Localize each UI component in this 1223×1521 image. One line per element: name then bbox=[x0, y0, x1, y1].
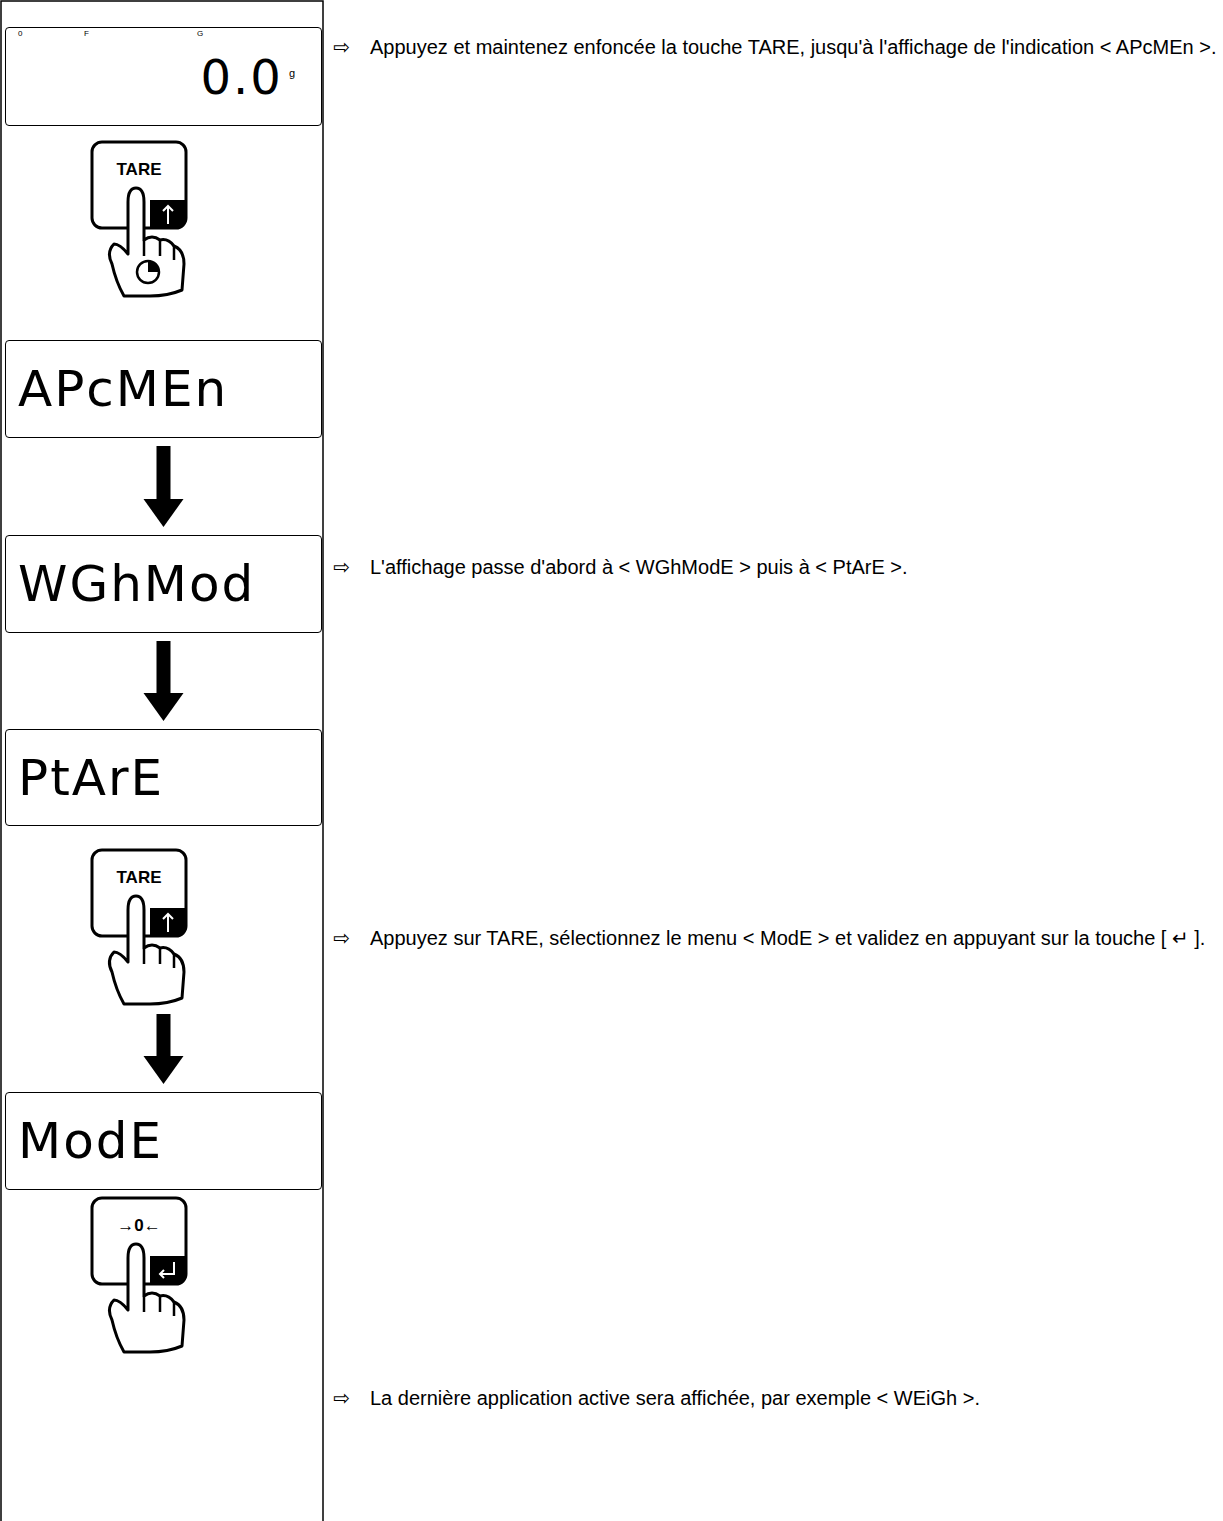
step-bullet: ⇨ bbox=[333, 1384, 350, 1413]
display-reading: WGhMod bbox=[18, 555, 255, 613]
lcd-display: ModE bbox=[5, 1092, 322, 1190]
step-bullet: ⇨ bbox=[333, 924, 350, 953]
lcd-display: 0.0 g bbox=[5, 27, 322, 126]
key-button: →0← bbox=[88, 1196, 200, 1354]
key-label: →0← bbox=[92, 1216, 186, 1236]
step-bullet: ⇨ bbox=[333, 553, 350, 582]
display-reading: 0.0 bbox=[201, 49, 283, 105]
display-reading: APcMEn bbox=[18, 360, 228, 418]
instruction-text: Appuyez et maintenez enfoncée la touche … bbox=[370, 33, 1220, 62]
key-button: TARE bbox=[88, 848, 200, 1006]
display-indicator: F bbox=[84, 30, 89, 38]
key-button: TARE bbox=[88, 140, 200, 302]
flow-arrow bbox=[144, 446, 184, 527]
display-unit: g bbox=[289, 67, 295, 79]
display-reading: ModE bbox=[18, 1112, 163, 1170]
key-label: TARE bbox=[92, 160, 186, 180]
lcd-display: PtArE bbox=[5, 729, 322, 826]
panel-border bbox=[1, 1, 323, 1521]
flow-arrow bbox=[144, 641, 184, 721]
display-reading: PtArE bbox=[18, 749, 164, 807]
key-label: TARE bbox=[92, 868, 186, 888]
display-indicator: G bbox=[197, 30, 203, 38]
lcd-display: WGhMod bbox=[5, 535, 322, 633]
lcd-display: APcMEn bbox=[5, 340, 322, 438]
instruction-text: Appuyez sur TARE, sélectionnez le menu <… bbox=[370, 924, 1220, 953]
flow-arrow bbox=[144, 1014, 184, 1084]
step-bullet: ⇨ bbox=[333, 33, 350, 62]
instruction-text: La dernière application active sera affi… bbox=[370, 1384, 1220, 1413]
display-indicator: 0 bbox=[18, 30, 22, 38]
instruction-text: L'affichage passe d'abord à < WGhModE > … bbox=[370, 553, 1220, 582]
